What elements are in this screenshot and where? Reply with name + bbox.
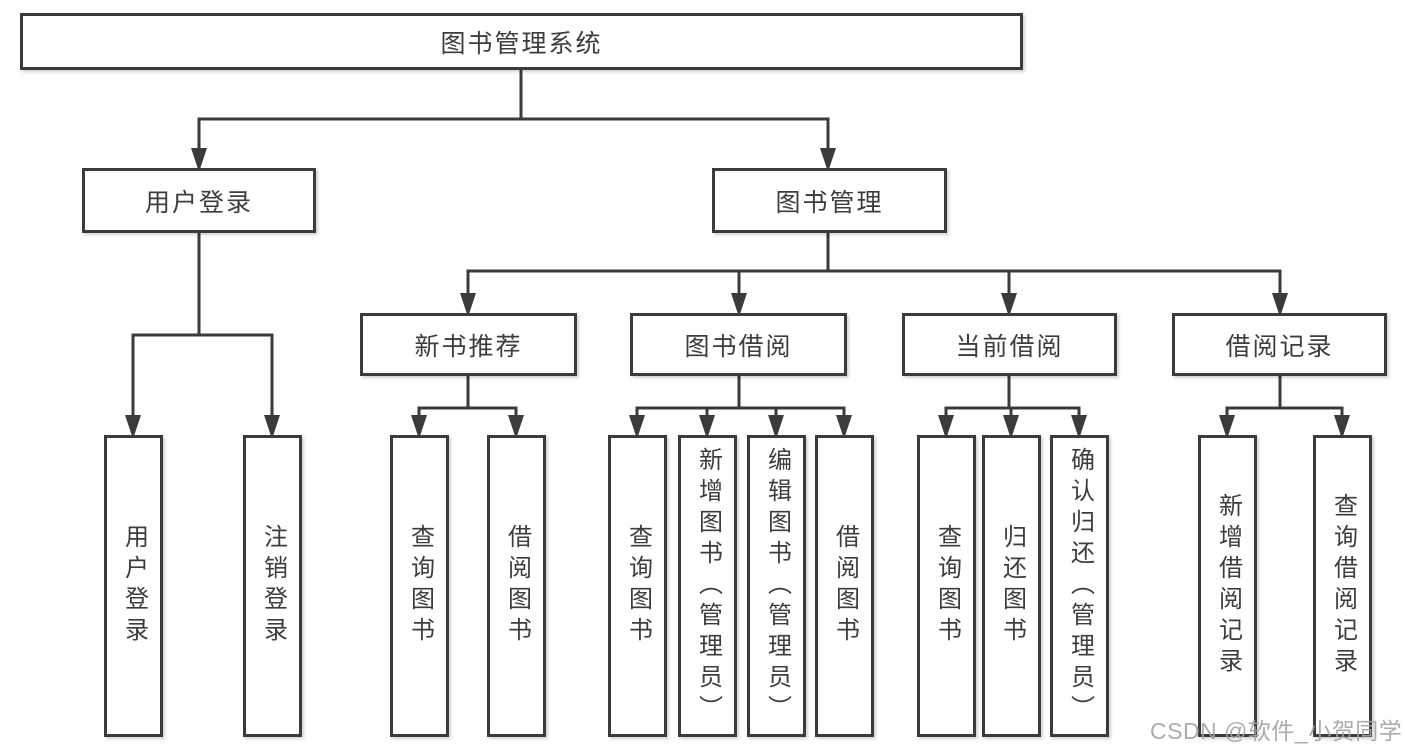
csdn-watermark: CSDN @软件_小贺同学 bbox=[1150, 718, 1403, 744]
leaf-query-books-recommend: 查询图书 bbox=[390, 435, 449, 737]
leaf-add-books-admin: 新增图书（管理员） bbox=[678, 435, 737, 737]
leaf-edit-books-admin: 编辑图书（管理员） bbox=[747, 435, 806, 737]
leaf-borrow-books: 借阅图书 bbox=[815, 435, 874, 737]
node-new-book-recommend: 新书推荐 bbox=[360, 313, 577, 376]
leaf-confirm-return-admin: 确认归还（管理员） bbox=[1050, 435, 1109, 737]
leaf-query-books-borrowing: 查询图书 bbox=[608, 435, 667, 737]
node-book-borrowing: 图书借阅 bbox=[630, 313, 847, 376]
leaf-query-books-current: 查询图书 bbox=[917, 435, 976, 737]
node-user-login: 用户登录 bbox=[82, 168, 316, 233]
node-book-management: 图书管理 bbox=[712, 168, 947, 233]
leaf-add-borrow-record: 新增借阅记录 bbox=[1198, 435, 1257, 737]
node-root-system: 图书管理系统 bbox=[20, 13, 1023, 70]
node-borrowing-records: 借阅记录 bbox=[1172, 313, 1387, 376]
leaf-borrow-books-recommend: 借阅图书 bbox=[487, 435, 546, 737]
node-current-borrowing: 当前借阅 bbox=[902, 313, 1117, 376]
leaf-query-borrow-record: 查询借阅记录 bbox=[1313, 435, 1372, 737]
leaf-return-books: 归还图书 bbox=[982, 435, 1041, 737]
leaf-user-login: 用户登录 bbox=[104, 435, 163, 737]
leaf-logout: 注销登录 bbox=[243, 435, 302, 737]
